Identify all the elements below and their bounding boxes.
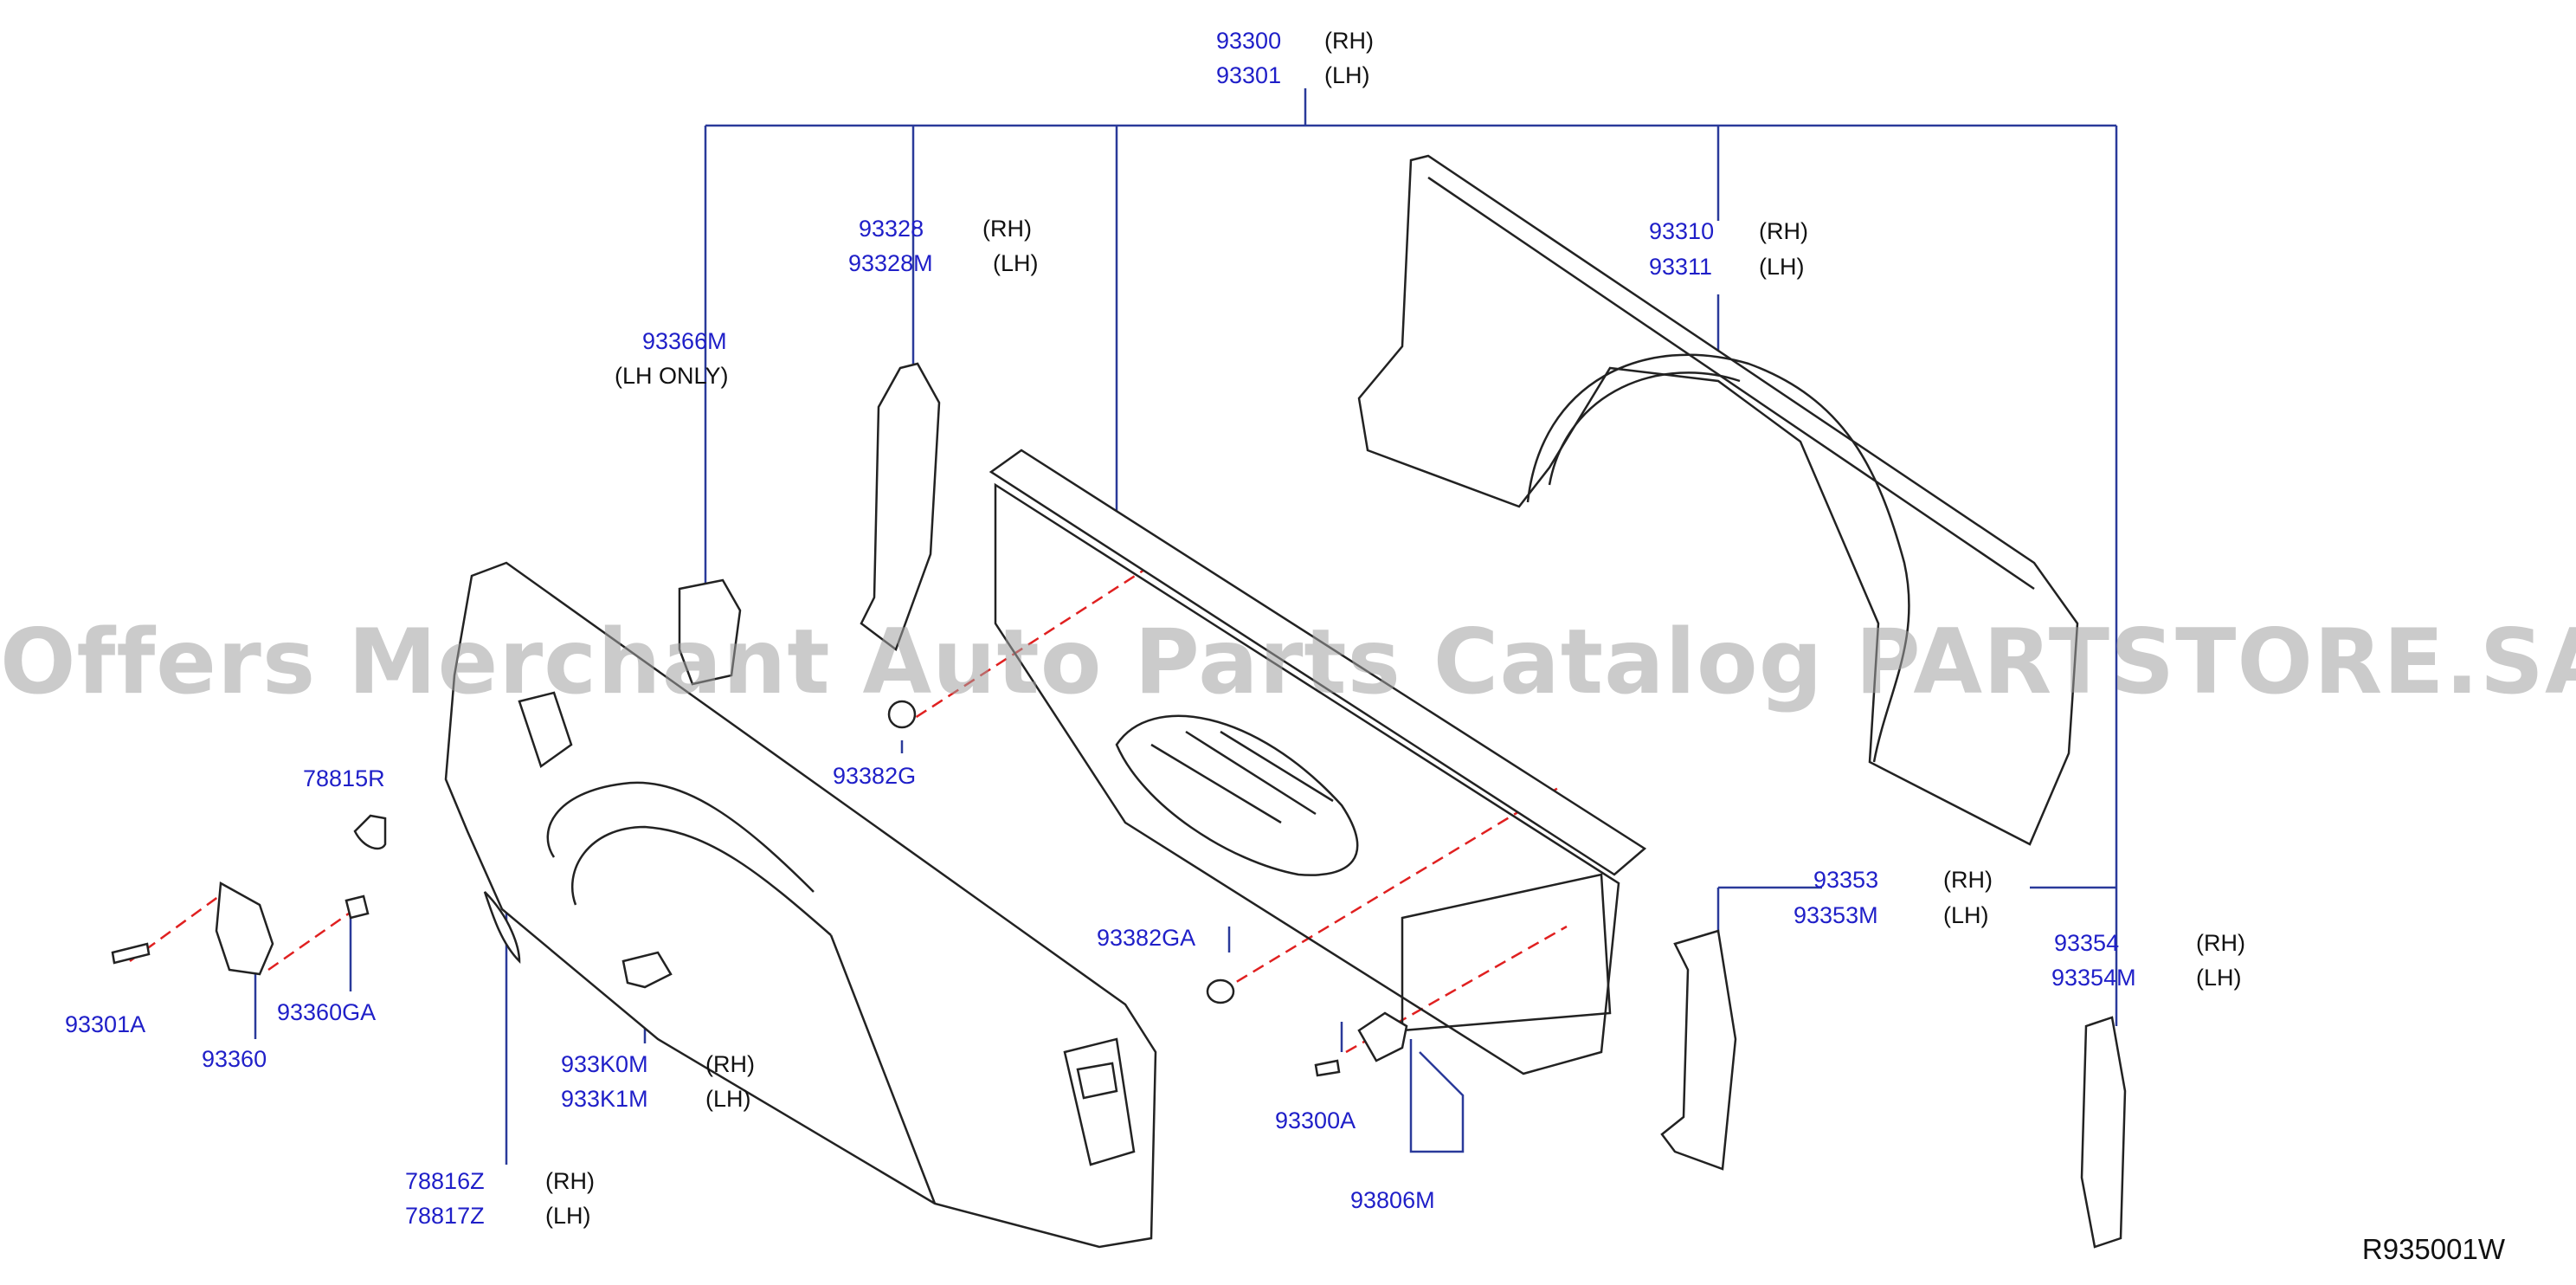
part-label-93328M[interactable]: 93328M [848, 250, 933, 276]
clip-78815R [353, 814, 387, 850]
diagram-reference-code: R935001W [2361, 1233, 2505, 1265]
part-label-93301[interactable]: 93301 [1216, 62, 1282, 88]
part-label-78817Z[interactable]: 78817Z [405, 1203, 485, 1229]
part-label-93360GA[interactable]: 93360GA [277, 999, 377, 1025]
part-label-93301A[interactable]: 93301A [65, 1011, 146, 1037]
part-label-93382GA[interactable]: 93382GA [1097, 925, 1196, 951]
bolt-93300A [1314, 1059, 1341, 1077]
side-label-93300: (RH) [1324, 28, 1374, 54]
part-label-93328[interactable]: 93328 [859, 216, 924, 242]
bed-floor [989, 449, 1647, 1075]
bracket-93353 [1660, 929, 1737, 1171]
rear-fender-panel [444, 561, 1157, 1249]
side-label-93353M: (LH) [1943, 902, 1989, 928]
part-label-93310[interactable]: 93310 [1649, 218, 1715, 244]
part-label-93353M[interactable]: 93353M [1794, 902, 1878, 928]
lid-93360 [215, 881, 274, 976]
side-label-93301: (LH) [1324, 62, 1370, 88]
strip-93354 [2080, 1016, 2127, 1249]
hook-93806M [1357, 1011, 1408, 1062]
side-label-93354: (RH) [2196, 930, 2245, 956]
side-label-93328M: (LH) [993, 250, 1039, 276]
part-label-93806M[interactable]: 93806M [1350, 1187, 1435, 1213]
part-label-93360[interactable]: 93360 [202, 1046, 267, 1072]
side-label-78817Z: (LH) [545, 1203, 591, 1229]
retainer-933K0M [621, 951, 673, 989]
side-label-933K1M: (LH) [705, 1086, 751, 1112]
part-label-78815R[interactable]: 78815R [303, 765, 385, 791]
grommet-93382G [887, 700, 917, 729]
part-label-78816Z[interactable]: 78816Z [405, 1168, 485, 1194]
side-label-933K0M: (RH) [705, 1051, 755, 1077]
inner-panel-upper [1357, 154, 2079, 846]
part-label-93311[interactable]: 93311 [1649, 254, 1713, 280]
side-label-93311: (LH) [1759, 254, 1805, 280]
side-label-93353: (RH) [1943, 867, 1993, 893]
grommet-93382GA [1206, 978, 1235, 1004]
part-label-93382G[interactable]: 93382G [833, 763, 917, 789]
part-label-93354[interactable]: 93354 [2054, 930, 2120, 956]
part-label-933K1M[interactable]: 933K1M [561, 1086, 648, 1112]
part-label-933K0M[interactable]: 933K0M [561, 1051, 648, 1077]
side-label-78816Z: (RH) [545, 1168, 595, 1194]
bracket-93328 [860, 362, 941, 652]
part-label-93366M[interactable]: 93366M [642, 328, 727, 354]
bolt-93301A [111, 942, 151, 965]
bushing-93360GA [345, 894, 370, 920]
trim-78816Z [483, 891, 521, 965]
part-label-93300[interactable]: 93300 [1216, 28, 1282, 54]
grommet-93366M [678, 578, 742, 686]
side-label-93328: (RH) [982, 216, 1032, 242]
side-label-93354M: (LH) [2196, 965, 2242, 991]
side-label-93310: (RH) [1759, 218, 1808, 244]
note-93366M: (LH ONLY) [615, 363, 729, 389]
part-label-93353[interactable]: 93353 [1813, 867, 1879, 893]
part-label-93300A[interactable]: 93300A [1275, 1107, 1356, 1133]
part-label-93354M[interactable]: 93354M [2051, 965, 2136, 991]
small-parts [111, 362, 2127, 1249]
